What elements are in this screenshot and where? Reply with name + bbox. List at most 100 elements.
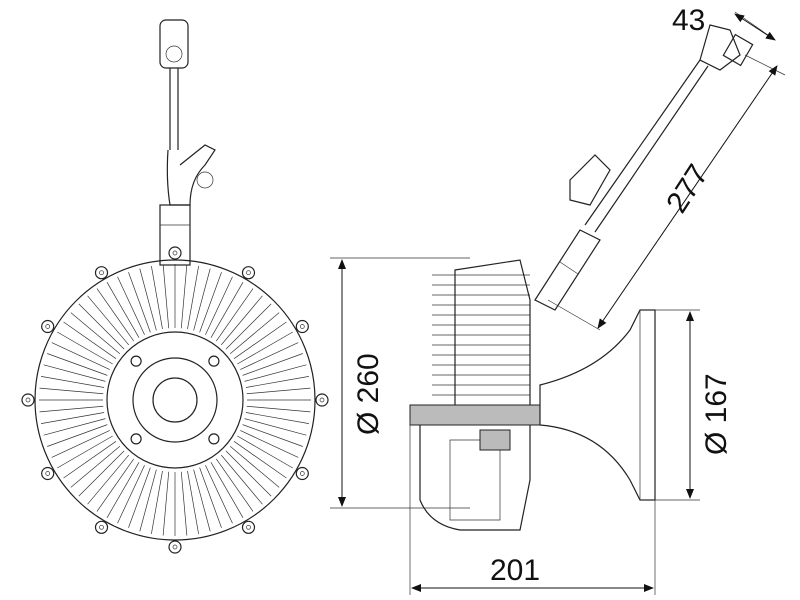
fin xyxy=(41,376,105,388)
lug-hole xyxy=(246,270,251,276)
fin xyxy=(210,282,244,338)
fin xyxy=(180,471,188,536)
center-cap xyxy=(152,377,198,423)
fin xyxy=(41,412,105,424)
lug-hole xyxy=(99,524,104,530)
fin xyxy=(78,303,125,350)
fin xyxy=(63,441,117,479)
bolt xyxy=(208,433,220,445)
fin xyxy=(117,276,145,335)
lug-hole xyxy=(99,270,104,276)
fin xyxy=(246,405,311,413)
lug xyxy=(168,246,182,260)
fin xyxy=(216,458,254,512)
fin xyxy=(139,268,157,331)
fin xyxy=(240,430,299,458)
fin xyxy=(245,412,309,424)
fin xyxy=(162,471,170,536)
fin xyxy=(128,467,151,528)
fin xyxy=(233,321,287,359)
fin xyxy=(151,266,163,330)
label-diameter-167: Ø 167 xyxy=(700,373,733,455)
fin xyxy=(244,418,307,436)
fin xyxy=(70,446,121,488)
lug xyxy=(94,266,109,280)
fin xyxy=(139,469,157,532)
label-diameter-260: Ø 260 xyxy=(352,353,385,435)
fin xyxy=(233,441,287,479)
sensor-cable-front xyxy=(159,19,216,266)
lug xyxy=(94,520,109,534)
lug-hole xyxy=(319,397,325,403)
fin xyxy=(57,331,113,365)
lug xyxy=(241,266,256,280)
fin xyxy=(221,295,263,346)
bolt xyxy=(130,433,142,445)
outer-rim xyxy=(34,259,316,541)
fin xyxy=(106,462,140,518)
side-fins xyxy=(432,274,530,406)
lug xyxy=(241,520,256,534)
hub xyxy=(132,357,218,443)
lug xyxy=(41,319,55,334)
fin xyxy=(78,450,125,497)
fin xyxy=(216,288,254,342)
lug-hole xyxy=(45,324,51,329)
lug-hole xyxy=(172,250,178,256)
fin xyxy=(237,331,293,365)
fin xyxy=(162,264,170,329)
fin xyxy=(96,458,134,512)
fin xyxy=(47,424,108,447)
fin xyxy=(39,405,104,413)
bolt xyxy=(130,355,142,367)
fin xyxy=(43,418,106,436)
fin xyxy=(225,450,272,497)
cooling-fins xyxy=(39,264,311,536)
fin xyxy=(242,424,303,447)
label-201: 201 xyxy=(490,554,540,587)
fin xyxy=(187,266,199,330)
front-view xyxy=(21,19,329,554)
fin xyxy=(51,430,110,458)
lug xyxy=(295,466,309,481)
lug-hole xyxy=(172,544,178,550)
fin xyxy=(242,353,303,376)
fin xyxy=(193,469,211,532)
fin xyxy=(47,353,108,376)
fin xyxy=(151,470,163,534)
hub-ring xyxy=(106,331,244,469)
fin xyxy=(87,454,129,505)
fin xyxy=(43,364,106,382)
section-plate xyxy=(409,404,541,426)
lug xyxy=(315,393,329,407)
fin xyxy=(199,467,222,528)
fin xyxy=(117,465,145,524)
dimension-labels: 43 277 Ø 260 Ø 167 201 xyxy=(352,4,733,587)
lug-hole xyxy=(299,324,305,329)
lug xyxy=(41,466,55,481)
fin xyxy=(199,272,222,333)
fin xyxy=(229,446,280,488)
fin xyxy=(87,295,129,346)
label-43: 43 xyxy=(672,4,705,37)
lug-hole xyxy=(299,471,305,476)
lug xyxy=(168,540,182,554)
side-view xyxy=(409,24,754,531)
fin xyxy=(221,454,263,505)
fin xyxy=(237,435,293,469)
lug xyxy=(295,319,309,334)
fin xyxy=(229,312,280,354)
fin xyxy=(106,282,140,338)
fin xyxy=(180,264,188,329)
fin xyxy=(205,276,233,335)
lug-hole xyxy=(246,524,251,530)
fin xyxy=(63,321,117,359)
fin xyxy=(128,272,151,333)
flange-shaft xyxy=(539,309,656,501)
fin xyxy=(187,470,199,534)
fin xyxy=(246,387,311,395)
dimension-lines xyxy=(330,11,786,595)
sensor-cable-side xyxy=(534,24,754,311)
bolt xyxy=(208,355,220,367)
